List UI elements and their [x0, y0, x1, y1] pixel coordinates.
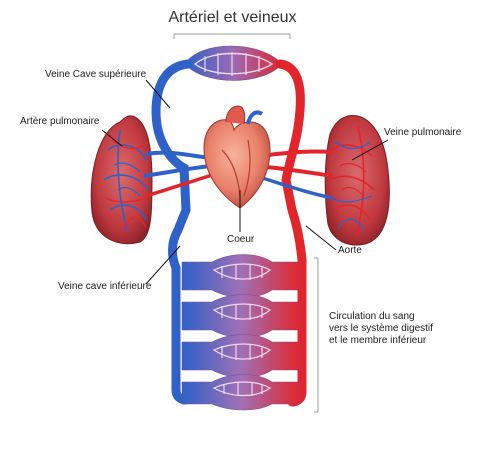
- right-lung: [324, 114, 390, 246]
- lower-capillary-bed-4: [181, 374, 301, 411]
- heart: [203, 105, 271, 209]
- label-circulation: Circulation du sang vers le système dige…: [329, 311, 433, 346]
- label-aorte: Aorte: [338, 245, 362, 256]
- diagram-title: Artériel et veineux: [168, 9, 297, 26]
- arterial-trunk: [275, 59, 307, 407]
- label-veine-pulmonaire: Veine pulmonaire: [384, 127, 462, 138]
- lower-capillary-bed-3: [181, 334, 301, 378]
- leader-lines: [101, 79, 389, 285]
- label-veine-cave-superieure: Veine Cave supérieure: [45, 69, 147, 80]
- leader-artere-pulmonaire: [101, 129, 123, 147]
- title-bracket: [173, 33, 291, 39]
- label-veine-cave-inferieure: Veine cave inférieure: [58, 281, 152, 292]
- venous-trunk: [151, 59, 193, 405]
- lower-capillary-bed-1: [181, 254, 301, 298]
- left-lung: [90, 115, 153, 245]
- label-artere-pulmonaire: Artère pulmonaire: [20, 116, 100, 127]
- circulation-bracket: [314, 257, 319, 413]
- leader-veine-pulmonaire: [351, 139, 389, 161]
- label-coeur: Coeur: [227, 234, 255, 245]
- lower-capillary-bed-2: [181, 294, 301, 338]
- leader-aorte: [305, 225, 337, 251]
- leader-veine-cave-inferieure: [145, 245, 181, 285]
- leader-veine-cave-superieure: [145, 79, 171, 109]
- upper-capillary-bed: [184, 45, 283, 81]
